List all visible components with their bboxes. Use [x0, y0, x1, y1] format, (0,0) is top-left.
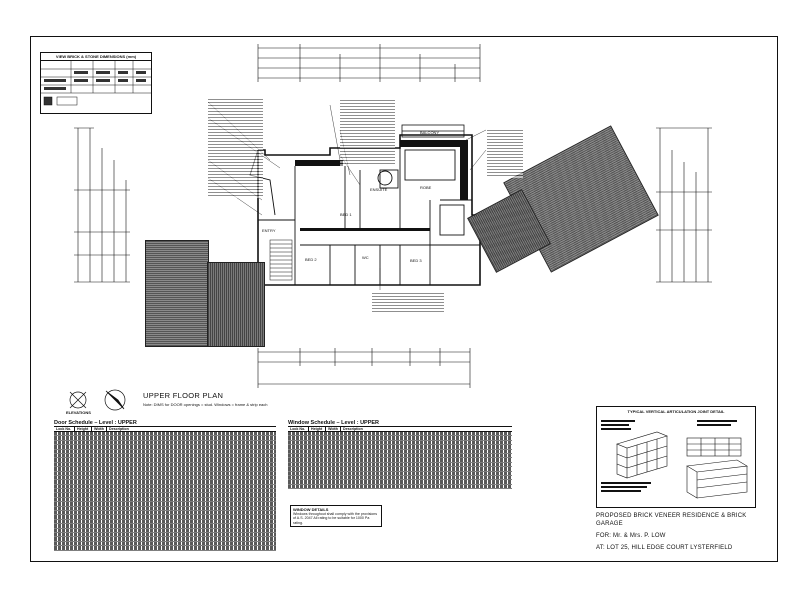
window-details-title: WINDOW DETAILS [293, 507, 329, 512]
window-details-note: WINDOW DETAILS Windows throughout shall … [290, 505, 382, 528]
brick-dimension-table: VIEW BRICK & STONE DIMENSIONS (mm) [40, 52, 152, 114]
door-schedule-rows [54, 432, 276, 551]
note-block-center [340, 98, 395, 166]
right-dimension-lines [656, 127, 712, 283]
window-schedule: Window Schedule – Level : UPPER Lock No.… [288, 420, 512, 490]
site-address: AT: LOT 25, HILL EDGE COURT LYSTERFIELD [596, 545, 733, 551]
room-label-bed3: BED 3 [410, 258, 422, 263]
north-symbol [69, 389, 126, 411]
plan-subtitle: Note: DIMS for DOOR openings = stud. Win… [143, 402, 268, 407]
interior-walls [249, 148, 480, 285]
note-block-bottom [372, 292, 444, 314]
client-name: FOR: Mr. & Mrs. P. LOW [596, 533, 666, 539]
room-label-bed1: BED 1 [340, 212, 352, 217]
window-col-height: Height [309, 427, 326, 431]
door-schedule-header: Lock No. Height Width Description [54, 426, 276, 432]
note-block-left [208, 98, 263, 198]
door-col-lock: Lock No. [54, 427, 75, 431]
window-col-width: Width [326, 427, 341, 431]
feature-walls [295, 140, 468, 231]
door-col-width: Width [92, 427, 107, 431]
room-label-balcony: BALCONY [420, 130, 440, 135]
room-label-ensuite: ENSUITE [370, 187, 388, 192]
door-schedule: Door Schedule – Level : UPPER Lock No. H… [54, 420, 276, 551]
room-label-bed2: BED 2 [305, 257, 317, 262]
drawing-sheet [30, 36, 778, 562]
room-label-wc: WC [362, 255, 369, 260]
balcony-outline [401, 124, 465, 138]
window-schedule-rows [288, 432, 512, 490]
room-label-robe: ROBE [420, 185, 432, 190]
top-dimension-lines [257, 44, 481, 82]
door-col-description: Description [109, 427, 129, 431]
lower-roof-left [145, 240, 209, 347]
exterior-walls [257, 134, 481, 286]
detail-drawing [601, 420, 748, 499]
door-schedule-title: Door Schedule – Level : UPPER [54, 420, 137, 426]
title-block: PROPOSED BRICK VENEER RESIDENCE & BRICK … [596, 512, 754, 552]
project-title: PROPOSED BRICK VENEER RESIDENCE & BRICK … [596, 513, 747, 527]
brick-table-grid [41, 61, 151, 106]
room-label-entry: ENTRY [262, 228, 276, 233]
window-schedule-title: Window Schedule – Level : UPPER [288, 420, 380, 426]
door-col-height: Height [75, 427, 92, 431]
plan-title: UPPER FLOOR PLAN [143, 391, 224, 400]
lower-roof-left-2 [207, 262, 265, 347]
north-label: ELEVATIONS [66, 410, 91, 415]
window-col-description: Description [343, 427, 363, 431]
left-dimension-lines [74, 127, 130, 283]
window-details-body: Windows throughout shall comply with the… [293, 512, 378, 525]
note-block-right [487, 128, 523, 178]
detail-title: TYPICAL VERTICAL ARTICULATION JOINT DETA… [627, 409, 725, 414]
bottom-dimension-lines [257, 348, 471, 388]
brick-table-title: VIEW BRICK & STONE DIMENSIONS (mm) [41, 53, 151, 61]
articulation-joint-detail: TYPICAL VERTICAL ARTICULATION JOINT DETA… [596, 406, 756, 508]
staircase [269, 239, 293, 281]
window-col-lock: Lock No. [288, 427, 309, 431]
window-schedule-header: Lock No. Height Width Description [288, 426, 512, 432]
